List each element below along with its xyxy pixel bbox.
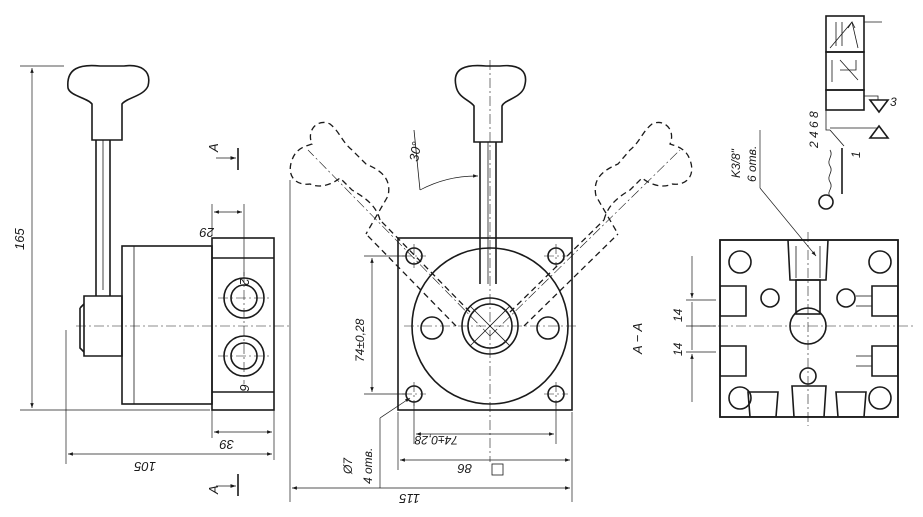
section-cavities	[720, 240, 898, 417]
thread-count: 6 отв.	[745, 146, 759, 182]
port-2-label: 2	[237, 277, 252, 286]
lever-ghost-right	[489, 121, 693, 337]
dim-29: 29	[200, 225, 215, 240]
front-lever-stem	[479, 142, 497, 284]
dim-14-lower: 14	[671, 342, 685, 356]
hole-diameter: Ø7	[341, 457, 355, 475]
front-square-flange	[397, 237, 573, 411]
dim-115: 115	[399, 491, 420, 506]
front-view: 30° 74±0,28 74±0,28 86 115 Ø7 4 отв.	[289, 60, 693, 506]
lever-ghost-left	[289, 121, 491, 337]
square-symbol	[491, 463, 504, 476]
section-mark-bottom: A	[206, 485, 221, 495]
side-handle-knob	[67, 64, 150, 141]
hydraulic-symbol: 2 4 6 8 3 1	[807, 15, 897, 210]
angle-label: 30°	[406, 141, 424, 163]
flange-hole-right	[536, 316, 560, 340]
port-6-label: 6	[237, 384, 252, 392]
front-handle-knob	[454, 64, 527, 143]
dim-74-horizontal: 74±0,28	[414, 433, 458, 447]
side-view: 2 6 A A 165 29 39 105	[12, 64, 292, 496]
port-3-label: 3	[890, 95, 897, 109]
flange-hole-left	[420, 316, 444, 340]
dim-86: 86	[457, 461, 472, 476]
dim-39: 39	[220, 437, 234, 452]
ports-left-label: 2 4 6 8	[807, 111, 821, 149]
section-title: A − A	[630, 323, 645, 355]
side-port-block	[211, 237, 275, 411]
hole-count: 4 отв.	[361, 448, 375, 484]
port-1-label: 1	[849, 151, 863, 158]
dim-165: 165	[12, 228, 27, 250]
dim-14-upper: 14	[671, 308, 685, 322]
side-valve-body	[121, 245, 213, 405]
section-view: 14 14 A − A K3/8" 6 отв.	[630, 130, 916, 426]
side-lever-stem	[95, 140, 111, 296]
thread-size: K3/8"	[729, 148, 743, 178]
dim-105: 105	[134, 459, 156, 474]
dim-74-vertical: 74±0,28	[353, 318, 367, 362]
section-mark-top: A	[206, 143, 221, 153]
